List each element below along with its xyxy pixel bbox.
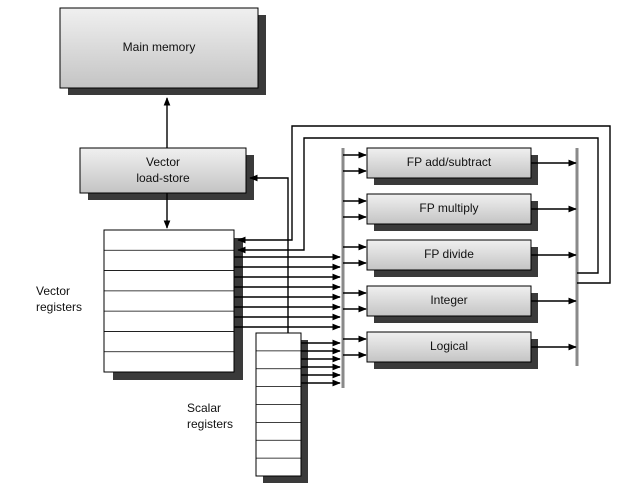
integer-unit: Integer bbox=[366, 285, 538, 323]
unit-output-arrows bbox=[531, 159, 577, 351]
scalar-registers-label-1: Scalar bbox=[187, 401, 221, 415]
vector-registers-block bbox=[103, 229, 243, 380]
fp-multiply-unit: FP multiply bbox=[366, 193, 538, 231]
logical-label: Logical bbox=[430, 339, 468, 353]
logical-unit: Logical bbox=[366, 331, 538, 369]
vector-load-store-label-2: load-store bbox=[136, 171, 190, 185]
scalar-registers-block bbox=[255, 332, 308, 483]
vector-load-store-label-1: Vector bbox=[146, 155, 180, 169]
vector-registers-label-2: registers bbox=[36, 300, 82, 314]
fp-multiply-label: FP multiply bbox=[419, 201, 478, 215]
scalar-register-read-arrows bbox=[301, 339, 341, 387]
vector-register-read-arrows bbox=[234, 253, 341, 331]
fp-divide-unit: FP divide bbox=[366, 239, 538, 277]
fp-add-subtract-label: FP add/subtract bbox=[407, 155, 492, 169]
vector-registers-label-1: Vector bbox=[36, 284, 70, 298]
unit-input-arrows bbox=[343, 151, 367, 359]
main-memory-block: Main memory bbox=[59, 7, 266, 95]
writeback-paths bbox=[237, 125, 611, 333]
vector-load-store-block: Vector load-store bbox=[79, 147, 254, 200]
integer-label: Integer bbox=[430, 293, 467, 307]
fp-add-subtract-unit: FP add/subtract bbox=[366, 147, 538, 185]
scalar-registers-label-2: registers bbox=[187, 417, 233, 431]
main-memory-label: Main memory bbox=[123, 40, 196, 54]
fp-divide-label: FP divide bbox=[424, 247, 474, 261]
